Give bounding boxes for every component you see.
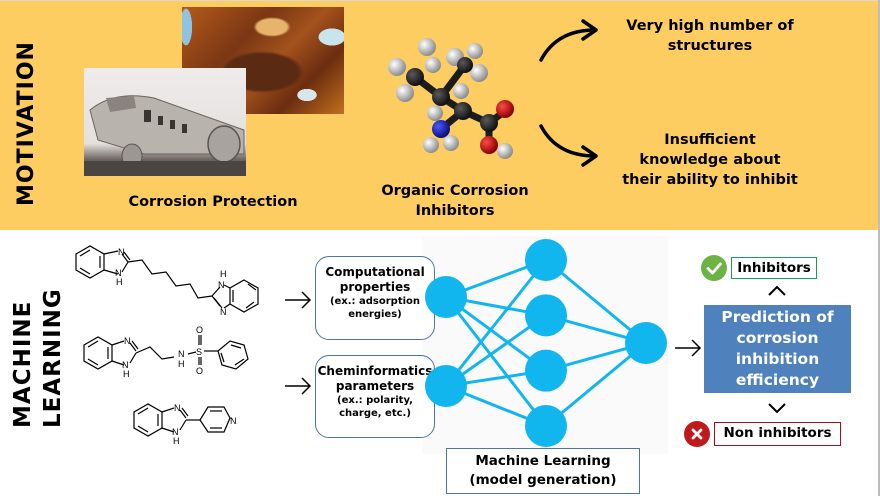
machine-learning-title-line2: LEARNING xyxy=(40,288,66,428)
atom-label-n: N xyxy=(124,336,131,346)
organic-inhibitors-label-line2: Inhibitors xyxy=(415,203,495,219)
model-generation-caption: Machine Learning (model generation) xyxy=(446,448,640,494)
network-connection xyxy=(444,296,548,427)
plane-wreck-image xyxy=(84,68,246,176)
hidden-node xyxy=(525,294,567,337)
box-sub-line2: charge, etc.) xyxy=(339,408,411,419)
check-icon xyxy=(701,255,727,281)
atom-label-h: H xyxy=(116,277,123,287)
arrow-right-icon xyxy=(675,339,702,357)
box-title-line2: parameters xyxy=(335,379,415,393)
right-border xyxy=(878,0,880,496)
atom-h xyxy=(467,43,483,59)
box-sub-line1: (ex.: polarity, xyxy=(337,395,413,406)
atom-label-h: H xyxy=(220,269,227,279)
cheminformatics-parameters-box: Cheminformatics parameters (ex.: polarit… xyxy=(315,355,435,438)
arrow-right-icon xyxy=(285,377,312,395)
atom-h xyxy=(423,137,439,153)
atom-label-h: H xyxy=(173,436,180,446)
network-connection xyxy=(545,341,647,428)
atom-label-o: O xyxy=(196,366,203,376)
molecule-structure-3: N N H N xyxy=(133,403,237,446)
box-title-line1: Computational xyxy=(325,265,425,279)
atom-label-h: H xyxy=(178,359,185,369)
cross-icon xyxy=(684,421,710,447)
atom-label-n: N xyxy=(174,403,181,413)
atom-label-n: N xyxy=(218,280,225,290)
atom-h xyxy=(388,58,406,76)
atom-c xyxy=(457,57,473,73)
machine-learning-title: MACHINE LEARNING xyxy=(8,288,68,428)
curved-arrow-down-icon xyxy=(539,124,598,167)
outcome-structures: Very high number of structures xyxy=(602,16,818,56)
curved-arrow-up-icon xyxy=(539,19,598,62)
atom-label-n: N xyxy=(230,416,237,426)
atom-label-h: H xyxy=(123,369,130,379)
organic-inhibitors-label-line1: Organic Corrosion xyxy=(381,183,529,199)
prediction-line4: efficiency xyxy=(735,371,820,389)
motivation-title: MOTIVATION xyxy=(14,41,39,206)
arrow-right-icon xyxy=(285,291,312,309)
network-connection xyxy=(444,259,548,387)
result-inhibitors: Inhibitors xyxy=(731,257,817,279)
hidden-node xyxy=(525,405,567,447)
prediction-line2: corrosion xyxy=(736,329,819,347)
atom-h xyxy=(443,135,459,151)
box-sub-line2: energies) xyxy=(348,309,402,320)
atom-label-n: N xyxy=(178,349,185,359)
atom-o xyxy=(480,136,498,154)
prediction-line3: inhibition xyxy=(735,350,820,368)
atom-h xyxy=(396,84,414,102)
outcome-knowledge-line3: their ability to inhibit xyxy=(622,172,798,188)
neural-network-diagram xyxy=(425,239,667,447)
molecule-3d-model xyxy=(388,38,514,159)
atom-c xyxy=(480,114,498,132)
prediction-box: Prediction of corrosion inhibition effic… xyxy=(704,305,851,393)
molecule-structure-2: N N H N H S O O xyxy=(83,325,249,379)
atom-c xyxy=(432,88,450,106)
box-sub-line1: (ex.: adsorption xyxy=(329,296,421,307)
atom-o xyxy=(496,100,514,118)
atom-c xyxy=(454,102,472,120)
outcome-knowledge: Insufficient knowledge about their abili… xyxy=(600,130,820,190)
atom-h xyxy=(453,83,469,99)
input-node xyxy=(425,365,467,407)
atom-label-n: N xyxy=(118,247,125,257)
atom-h xyxy=(470,64,488,82)
result-non-inhibitors: Non inhibitors xyxy=(714,422,841,446)
prediction-line1: Prediction of xyxy=(721,308,834,326)
molecule-structure-1: N N H H N N xyxy=(75,245,259,317)
box-title-line1: Cheminformatics xyxy=(317,364,433,378)
hidden-node xyxy=(525,239,567,281)
machine-learning-title-line1: MACHINE xyxy=(10,300,36,428)
outcome-knowledge-line2: knowledge about xyxy=(639,152,781,168)
model-caption-line2: (model generation) xyxy=(469,472,617,488)
atom-label-n: N xyxy=(172,427,179,437)
chevron-up-icon xyxy=(768,285,786,296)
outcome-structures-line1: Very high number of xyxy=(626,18,794,34)
atom-h xyxy=(425,57,441,73)
atom-c xyxy=(406,68,424,86)
atom-n xyxy=(432,120,450,138)
chevron-down-icon xyxy=(768,403,786,414)
model-caption-line1: Machine Learning xyxy=(475,453,611,469)
organic-inhibitors-label: Organic Corrosion Inhibitors xyxy=(353,181,557,221)
atom-h xyxy=(427,105,443,121)
network-connection xyxy=(545,258,647,345)
atom-h xyxy=(497,143,513,159)
computational-properties-box: Computational properties (ex.: adsorptio… xyxy=(315,256,435,340)
atom-label-n: N xyxy=(122,360,129,370)
atom-label-o: O xyxy=(196,325,203,335)
atom-label-n: N xyxy=(220,307,227,317)
atom-label-n: N xyxy=(115,268,122,278)
atom-h xyxy=(418,38,436,56)
outcome-structures-line2: structures xyxy=(667,38,753,54)
corrosion-protection-label: Corrosion Protection xyxy=(128,194,298,210)
input-node xyxy=(425,276,467,318)
output-node xyxy=(625,322,667,364)
atom-label-s: S xyxy=(196,347,202,357)
hidden-node xyxy=(525,349,567,392)
outcome-knowledge-line1: Insufficient xyxy=(664,132,756,148)
box-title-line2: properties xyxy=(339,280,411,294)
